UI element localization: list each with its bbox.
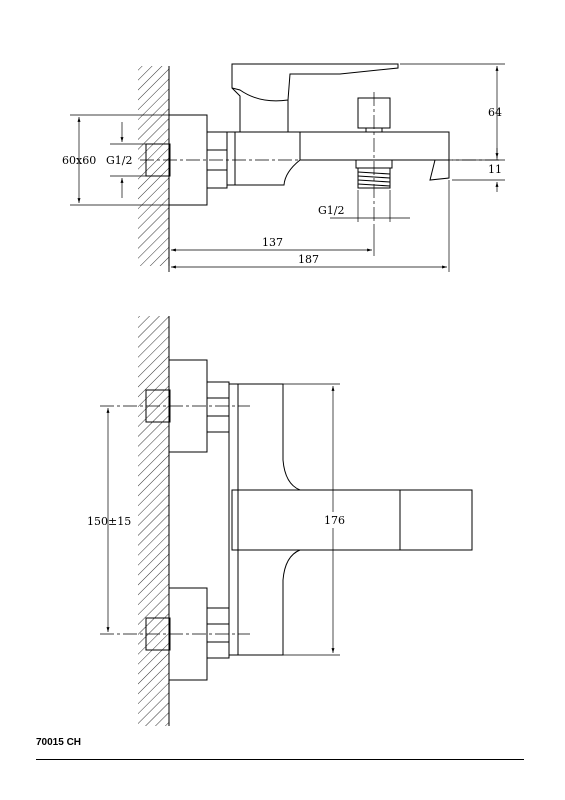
body-top <box>226 131 450 186</box>
dim-60x60-label: 60x60 <box>62 154 96 167</box>
dim-187-label: 187 <box>298 253 319 266</box>
spout-tip-top <box>429 159 450 181</box>
mixer-body-front <box>228 383 301 656</box>
dim-176-label: 176 <box>324 514 345 527</box>
product-code: 70015 CH <box>36 737 82 748</box>
dim-137-label: 137 <box>262 236 283 249</box>
dim-64-label: 64 <box>488 106 502 119</box>
nut-lower <box>206 607 230 659</box>
wall-hatch-front <box>138 316 169 726</box>
lever-top <box>231 63 399 102</box>
top-view <box>70 63 505 272</box>
wall-hatch-top <box>138 66 169 266</box>
dim-150-label: 150±15 <box>87 515 131 528</box>
nut-upper <box>206 381 230 433</box>
dim-11-label: 11 <box>488 163 502 176</box>
thread-left-label: G1/2 <box>106 154 133 167</box>
thread-bottom-label: G1/2 <box>318 204 345 217</box>
spout-front <box>231 489 473 551</box>
front-view <box>100 316 473 726</box>
footer-rule <box>36 759 524 760</box>
